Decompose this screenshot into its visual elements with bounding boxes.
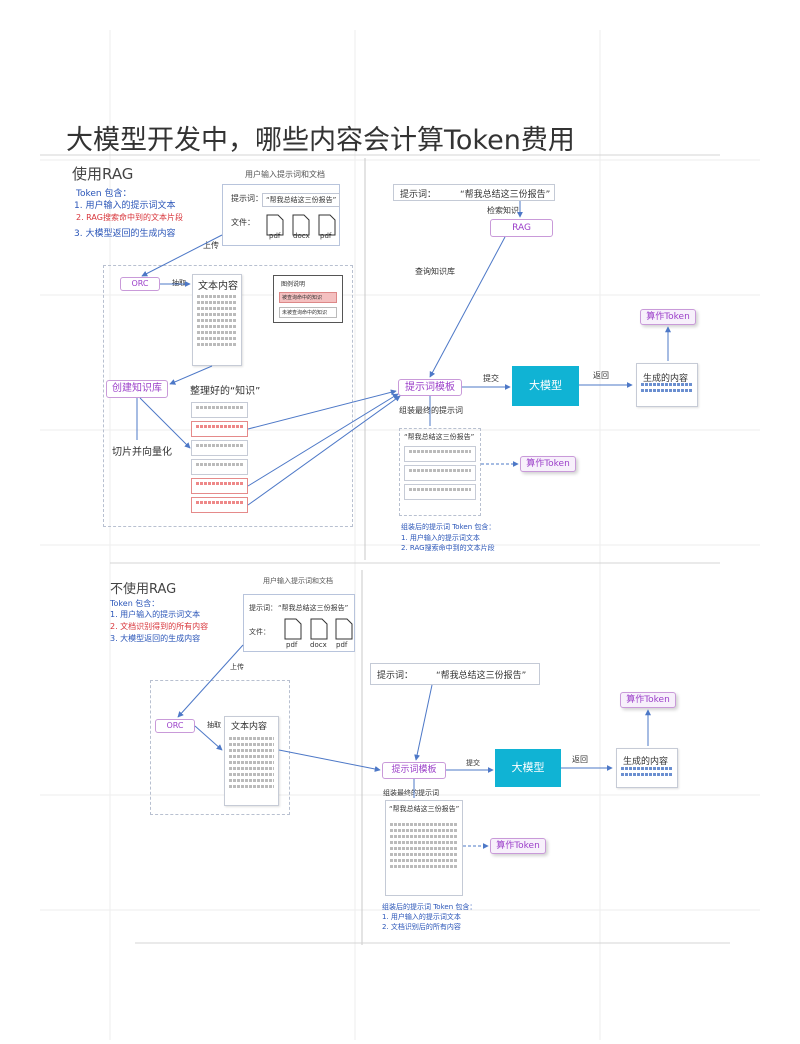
rag-model-box: 大模型 (512, 366, 579, 406)
norag-ocr-box: ORC (155, 719, 195, 733)
norag-count-token-box: 算作Token (620, 692, 676, 708)
norag-assembled-count-box: 算作Token (490, 838, 546, 854)
rag-submit-label: 提交 (483, 374, 499, 383)
rag-token-item-1: 1. 用户输入的提示词文本 (74, 201, 176, 211)
rag-query-kb-label: 查询知识库 (415, 267, 455, 276)
rag-text-content-title: 文本内容 (198, 281, 238, 292)
rag-return-label: 返回 (593, 371, 609, 380)
rag-assembled-count-box: 算作Token (520, 456, 576, 472)
norag-prompt-text: “帮我总结这三份报告” (278, 604, 349, 612)
norag-return-label: 返回 (572, 755, 588, 764)
rag-file-name-1: pdf (269, 232, 281, 240)
rag-token-item-3: 3. 大模型返回的生成内容 (74, 229, 176, 239)
norag-heading: 不使用RAG (110, 582, 177, 597)
norag-text-content-card (224, 716, 279, 806)
rag-right-prompt-text: “帮我总结这三份报告” (460, 190, 551, 200)
norag-file-icon-1 (284, 618, 302, 640)
norag-assembled-intro: 组装后的提示词 Token 包含： (382, 903, 477, 911)
rag-right-prompt-box (393, 184, 555, 201)
rag-generated-title: 生成的内容 (643, 374, 689, 384)
rag-user-input-caption: 用户输入提示词和文档 (245, 170, 325, 179)
rag-rag-box: RAG (490, 219, 553, 237)
rag-file-icon-1 (266, 214, 284, 236)
rag-file-name-3: pdf (320, 232, 332, 240)
rag-generated-card (636, 363, 698, 407)
norag-upload-label: 上传 (230, 663, 244, 671)
rag-chunk-3 (191, 440, 248, 456)
rag-heading: 使用RAG (72, 165, 134, 183)
norag-file-label: 文件： (249, 628, 270, 636)
norag-right-prompt-box (370, 663, 540, 685)
rag-count-token-box: 算作Token (640, 309, 696, 325)
page-title: 大模型开发中，哪些内容会计算Token费用 (66, 125, 575, 156)
norag-assembled-frame (385, 800, 463, 896)
norag-generated-title: 生成的内容 (623, 757, 669, 767)
norag-token-item-3: 3. 大模型返回的生成内容 (110, 634, 201, 643)
norag-submit-label: 提交 (466, 759, 480, 767)
norag-generated-card (616, 748, 678, 788)
rag-chunk-4 (191, 459, 248, 475)
norag-assembled-item-1: 1. 用户输入的提示词文本 (382, 913, 461, 921)
rag-file-icon-2 (292, 214, 310, 236)
rag-file-name-2: docx (293, 232, 310, 240)
norag-token-intro: Token 包含： (110, 599, 160, 608)
rag-assembled-chunk-1 (404, 446, 476, 462)
rag-prompt-template-box: 提示词模板 (398, 379, 462, 396)
norag-file-name-3: pdf (336, 641, 348, 649)
rag-assembled-chunk-3 (404, 484, 476, 500)
norag-token-item-1: 1. 用户输入的提示词文本 (110, 610, 201, 619)
rag-upload-label: 上传 (203, 241, 219, 250)
rag-assembled-header: “帮我总结这三份报告” (404, 433, 475, 441)
norag-assembled-item-2: 2. 文档识别后的所有内容 (382, 923, 461, 931)
rag-chunk-1 (191, 402, 248, 418)
rag-text-content-card (192, 274, 242, 366)
norag-file-name-2: docx (310, 641, 327, 649)
rag-extract-label: 抽取 (172, 279, 186, 287)
norag-assemble-final-label: 组装最终的提示词 (383, 789, 439, 797)
rag-organized-knowledge: 整理好的“知识” (190, 386, 261, 397)
rag-assemble-final-label: 组装最终的提示词 (399, 406, 463, 415)
norag-prompt-template-box: 提示词模板 (382, 762, 446, 779)
rag-chunk-5 (191, 478, 248, 494)
norag-token-item-2: 2. 文档识别得到的所有内容 (110, 622, 209, 631)
norag-right-prompt-label: 提示词： (377, 671, 414, 681)
rag-chunk-6 (191, 497, 248, 513)
norag-text-content-title: 文本内容 (231, 722, 268, 732)
rag-prompt-text: “帮我总结这三份报告” (262, 193, 341, 207)
rag-build-kb-box: 创建知识库 (106, 380, 168, 398)
norag-user-input-caption: 用户输入提示词和文档 (263, 577, 333, 585)
rag-prompt-label: 提示词： (231, 194, 263, 203)
rag-assembled-intro: 组装后的提示词 Token 包含： (401, 523, 496, 531)
rag-token-item-2: 2. RAG搜索命中到的文本片段 (76, 213, 183, 222)
rag-legend-miss: 未被查询命中的知识 (279, 307, 337, 318)
rag-assembled-item-2: 2. RAG搜索命中到的文本片段 (401, 544, 495, 552)
rag-file-icon-3 (318, 214, 336, 236)
norag-file-icon-3 (335, 618, 353, 640)
rag-chunk-2 (191, 421, 248, 437)
rag-legend-title: 图例说明 (281, 281, 306, 288)
norag-file-name-1: pdf (286, 641, 298, 649)
norag-prompt-label: 提示词： (249, 604, 277, 612)
norag-assembled-header: “帮我总结这三份报告” (389, 805, 460, 813)
norag-right-prompt-text: “帮我总结这三份报告” (436, 671, 527, 681)
rag-assembled-item-1: 1. 用户输入的提示词文本 (401, 534, 480, 542)
rag-assembled-chunk-2 (404, 465, 476, 481)
rag-retrieve-label: 检索知识 (487, 206, 519, 215)
rag-legend-hit: 被查询命中的知识 (279, 292, 337, 303)
rag-token-intro: Token 包含： (76, 189, 132, 199)
norag-extract-label: 抽取 (207, 721, 221, 729)
norag-file-icon-2 (310, 618, 328, 640)
rag-right-prompt-label: 提示词： (400, 190, 437, 200)
norag-model-box: 大模型 (495, 749, 561, 787)
rag-chunk-vectorize: 切片并向量化 (112, 447, 172, 458)
rag-file-label: 文件： (231, 218, 255, 227)
rag-ocr-box: ORC (120, 277, 160, 291)
